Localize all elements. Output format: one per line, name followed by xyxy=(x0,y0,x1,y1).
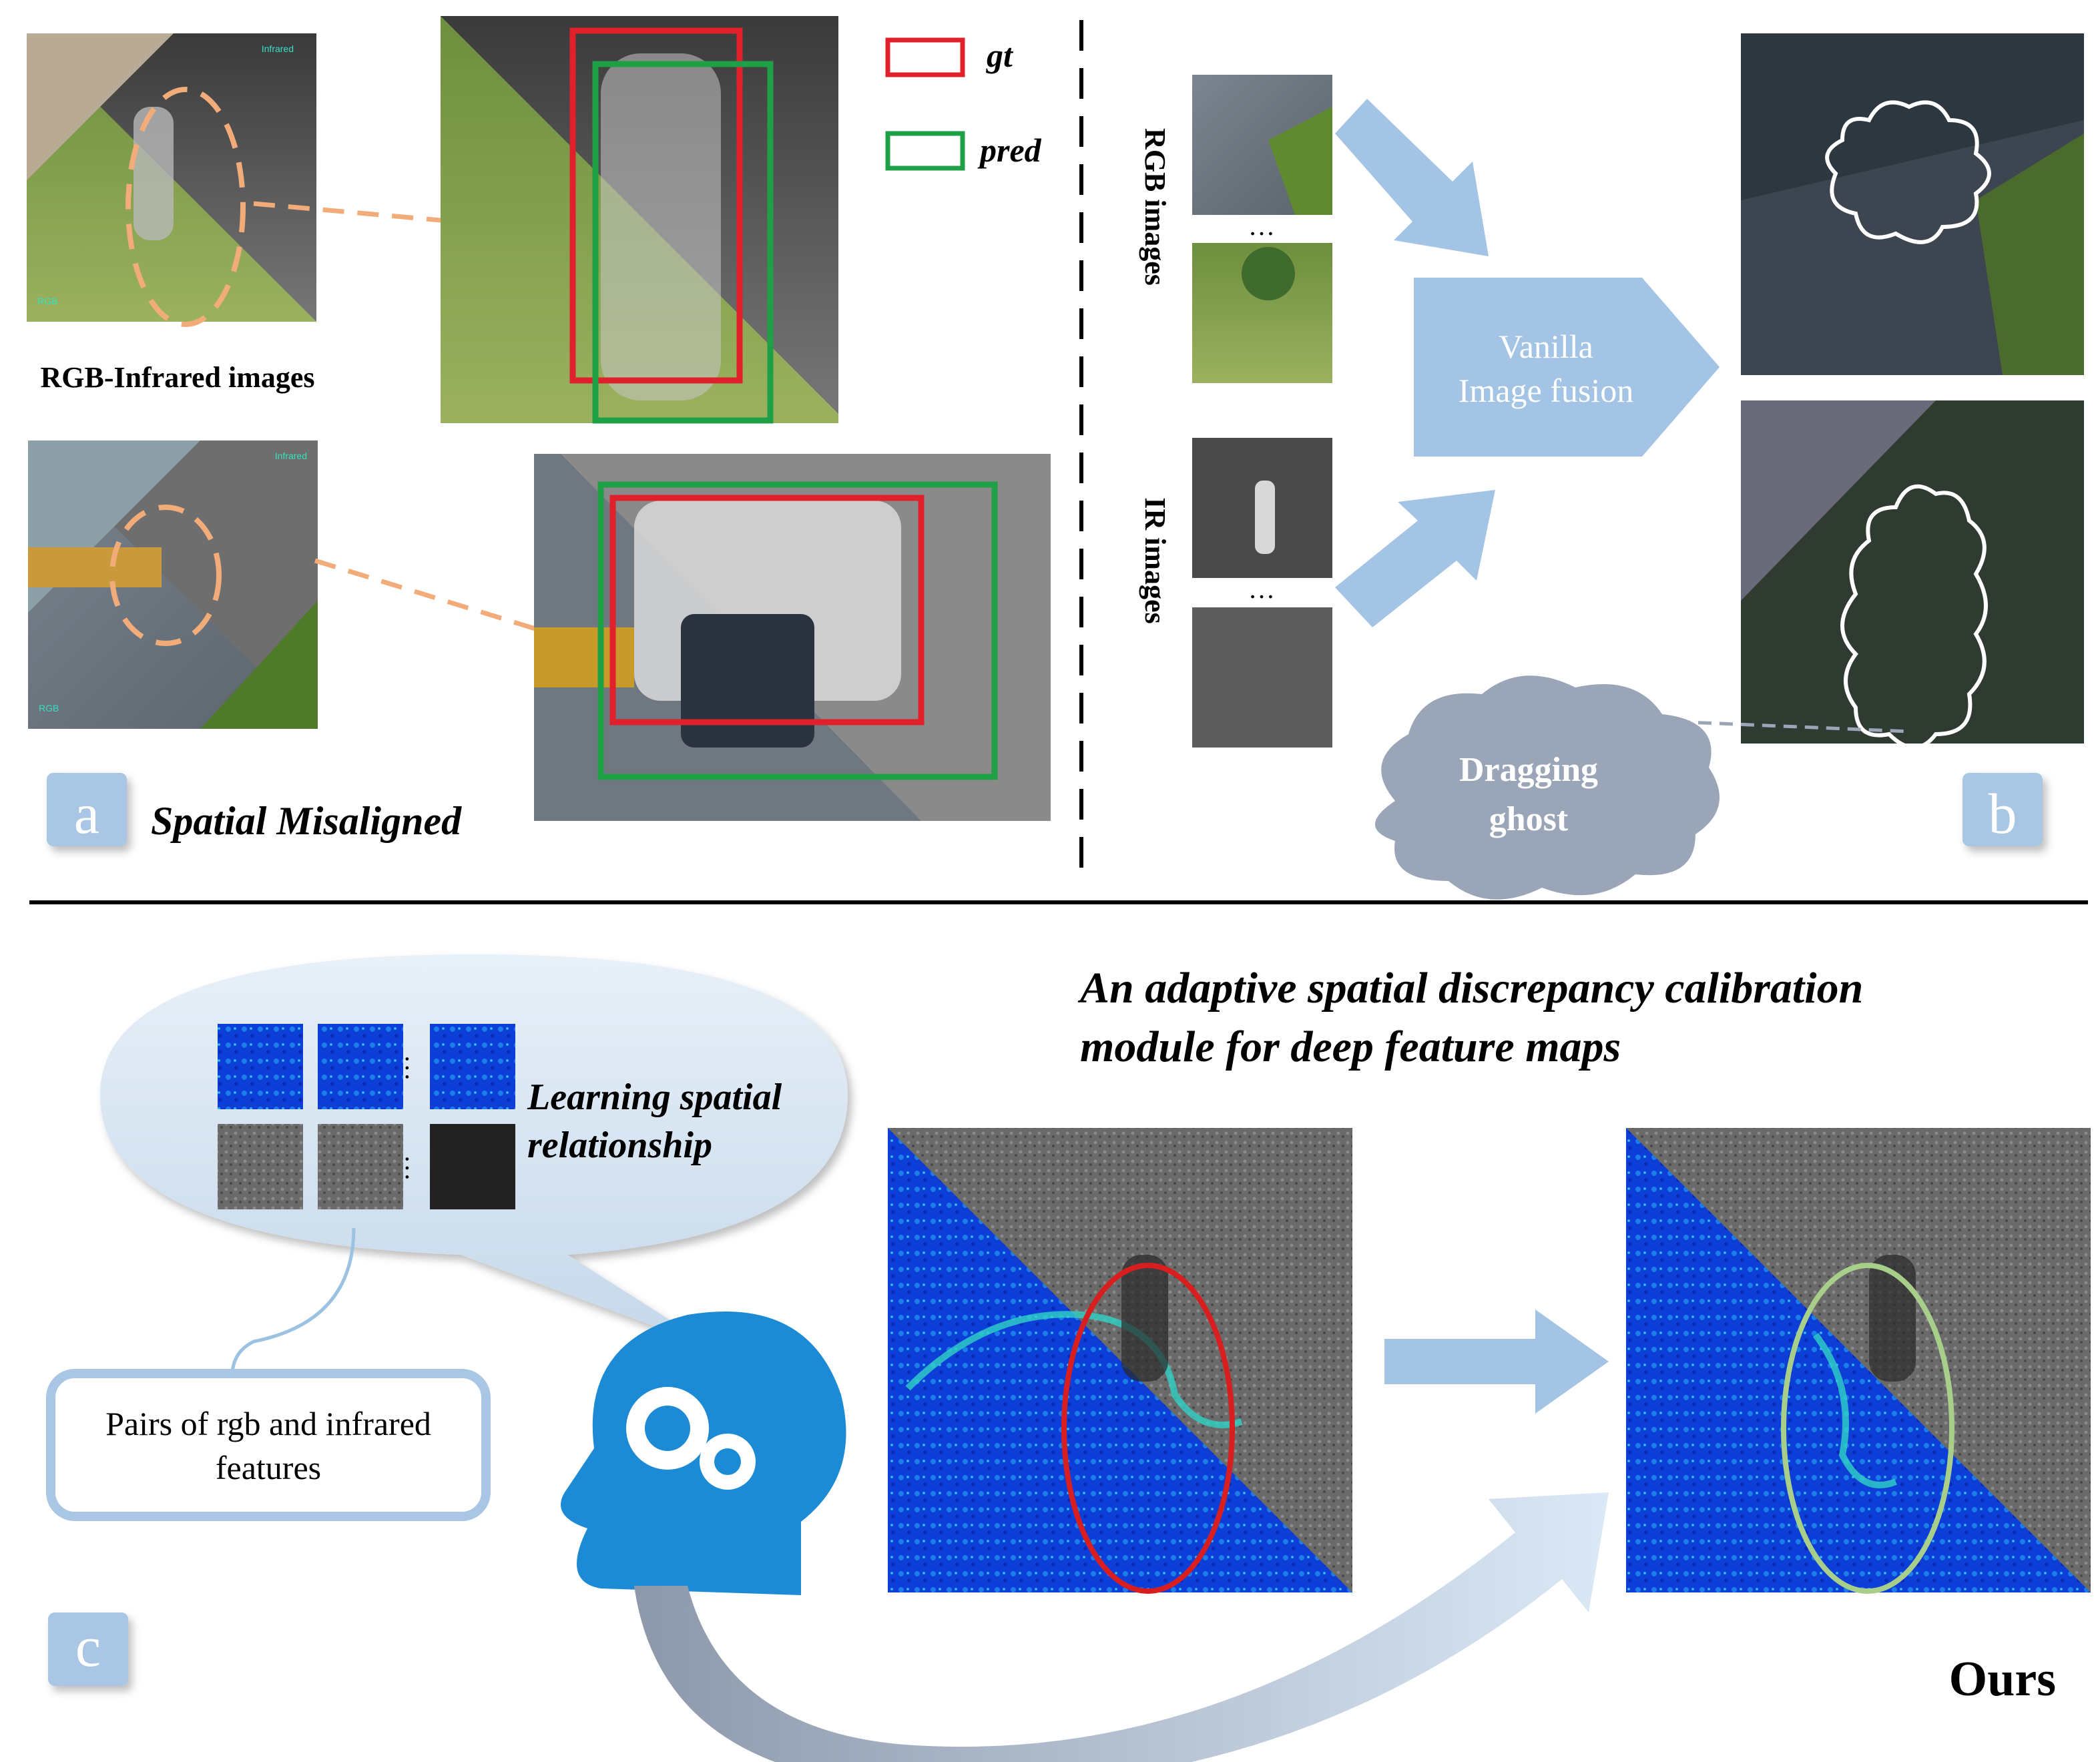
panel-c-title-line1: An adaptive spatial discrepancy calibrat… xyxy=(1077,964,1863,1012)
highlight-ellipse xyxy=(125,87,246,327)
gt-box-2 xyxy=(609,495,925,725)
ghost-outline-car xyxy=(1825,100,1991,244)
thumb-pedestrian-rgb-ir: Infrared RGB xyxy=(27,33,316,327)
pairs-line1: Pairs of rgb and infrared xyxy=(105,1405,431,1442)
legend-gt-swatch xyxy=(885,37,965,77)
legend-pred-swatch xyxy=(885,131,965,171)
feature-rgb-3 xyxy=(430,1024,515,1109)
bubble-ellipsis-2: … xyxy=(400,1155,430,1181)
speech-bubble: … … Learning spatial relationship xyxy=(100,954,848,1348)
pairs-line2: features xyxy=(216,1449,321,1486)
pred-box-2 xyxy=(597,481,998,780)
zoom-connector-2 xyxy=(314,558,575,643)
bubble-line1: Learning spatial xyxy=(527,1077,782,1118)
bubble-ellipsis-1: … xyxy=(400,1055,430,1081)
fused-output-car xyxy=(1741,33,2084,375)
rgb-images-label: RGB images xyxy=(1139,128,1171,286)
feature-ir-1 xyxy=(218,1124,303,1209)
ir-to-fusion-arrow xyxy=(1335,490,1495,627)
calibration-arrow xyxy=(1384,1309,1609,1414)
brain-gears-icon xyxy=(561,1311,846,1595)
badge-a-label: a xyxy=(74,782,99,846)
fused-output-pedestrian xyxy=(1741,400,2084,750)
images-label: RGB-Infrared images xyxy=(40,361,314,394)
pred-box xyxy=(592,61,774,424)
thumb-rgb-tag: RGB xyxy=(37,296,57,306)
calibrated-ellipse xyxy=(1781,1263,1954,1594)
panel-c: An adaptive spatial discrepancy calibrat… xyxy=(46,954,2091,1762)
feature-map-after xyxy=(1626,1128,2091,1594)
zoom-car xyxy=(534,454,1051,821)
ghost-outline-pedestrian xyxy=(1840,484,1988,750)
badge-b xyxy=(1962,773,2043,846)
gt-box xyxy=(569,27,743,384)
feature-ir-2 xyxy=(318,1124,403,1209)
feature-map-before xyxy=(888,1128,1352,1594)
feature-ir-3 xyxy=(430,1124,515,1209)
thumb-infrared-tag-2: Infrared xyxy=(275,451,307,461)
pairs-connector xyxy=(230,1227,356,1389)
legend: gt pred xyxy=(885,37,1042,171)
panel-a-caption: Spatial Misaligned xyxy=(151,799,462,843)
misaligned-ellipse xyxy=(1061,1263,1235,1594)
zoom-connector xyxy=(253,201,441,223)
ours-label: Ours xyxy=(1949,1652,2056,1707)
badge-b-label: b xyxy=(1989,782,2017,846)
feature-rgb-1 xyxy=(218,1024,303,1109)
legend-pred-label: pred xyxy=(977,131,1042,169)
thumb-rgb-tag-2: RGB xyxy=(39,703,59,713)
cloud-line1: Dragging xyxy=(1459,751,1598,789)
ir-images-label: IR images xyxy=(1139,497,1171,623)
fusion-block xyxy=(1414,278,1720,457)
feature-rgb-2 xyxy=(318,1024,403,1109)
fusion-line2: Image fusion xyxy=(1459,372,1633,409)
badge-a xyxy=(47,773,127,846)
thumb-infrared-tag: Infrared xyxy=(262,43,294,54)
zoom-pedestrian xyxy=(441,16,838,424)
thumb-car-rgb-ir: Infrared RGB xyxy=(28,441,318,729)
panel-c-title-line2: module for deep feature maps xyxy=(1080,1022,1621,1071)
rgb-to-fusion-arrow xyxy=(1335,99,1489,256)
ir-thumb-2 xyxy=(1192,607,1332,748)
panel-b: RGB images IR images … … Vanilla Image f… xyxy=(1139,33,2084,900)
highlight-ellipse-2 xyxy=(109,505,222,646)
badge-c xyxy=(48,1612,128,1686)
ir-ellipsis: … xyxy=(1248,574,1275,604)
dragging-ghost-cloud xyxy=(1375,675,1720,900)
cloud-line2: ghost xyxy=(1489,800,1569,838)
bubble-line2: relationship xyxy=(527,1125,712,1166)
badge-c-label: c xyxy=(75,1614,101,1679)
curved-arrow xyxy=(634,1492,1609,1762)
legend-gt-label: gt xyxy=(986,37,1014,74)
fusion-line1: Vanilla xyxy=(1499,328,1593,365)
rgb-ellipsis: … xyxy=(1248,211,1275,241)
panel-a: Infrared RGB RGB-Infrared images gt pred xyxy=(27,16,1051,846)
pairs-box xyxy=(46,1369,491,1521)
